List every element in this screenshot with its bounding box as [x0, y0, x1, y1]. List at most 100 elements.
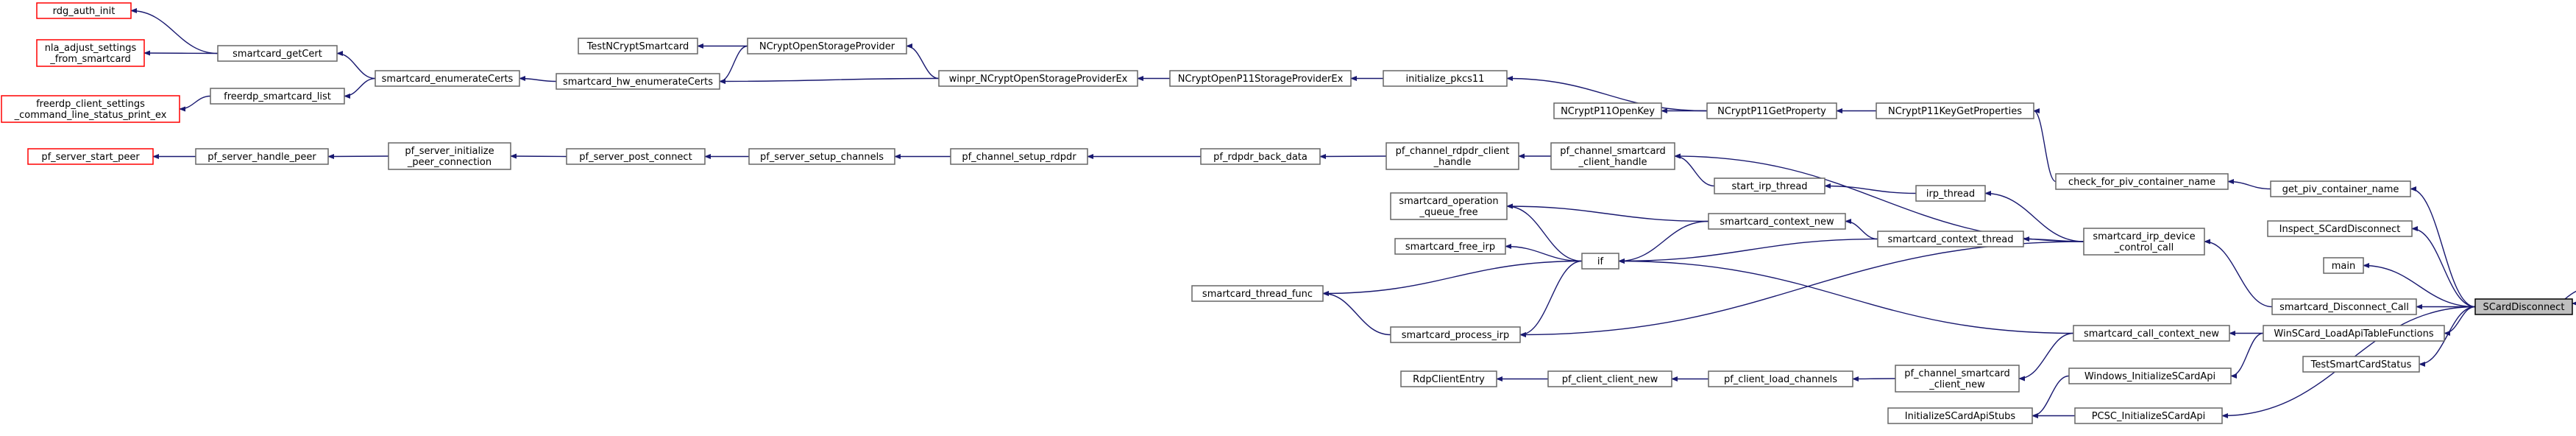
- node-smartcard-irp-device-control-call[interactable]: smartcard_irp_device_control_call: [2083, 228, 2205, 256]
- node-label: smartcard_thread_func: [1202, 289, 1313, 300]
- edge-winpr-ncryptopenstorageproviderex-to-ncryptopenstorageprovider: [906, 43, 940, 80]
- node-label: Inspect_SCardDisconnect: [2279, 224, 2401, 235]
- node-label: smartcard_call_context_new: [2084, 328, 2219, 340]
- edge-smartcard-enumeratecerts-to-smartcard-getcert: [336, 50, 376, 80]
- node-box: [36, 39, 145, 67]
- edge-smartcard-context-new-to-if: [1618, 220, 1709, 264]
- node-pf-channel-smartcard-client-handle[interactable]: pf_channel_smartcard_client_handle: [1550, 142, 1675, 170]
- node-pf-server-setup-channels[interactable]: pf_server_setup_channels: [748, 148, 895, 165]
- node-testsmartcardstatus[interactable]: TestSmartCardStatus: [2302, 356, 2420, 373]
- node-smartcard-context-thread[interactable]: smartcard_context_thread: [1877, 231, 2024, 247]
- node-winpr-ncryptopenstorageproviderex[interactable]: winpr_NCryptOpenStorageProviderEx: [938, 70, 1138, 87]
- node-box: [1714, 177, 1825, 194]
- edge-smartcard-context-thread-to-smartcard-context-new: [1845, 218, 1878, 240]
- node-label: RdpClientEntry: [1413, 374, 1485, 385]
- node-label: smartcard_context_new: [1720, 217, 1834, 228]
- edge-if-to-smartcard-thread-func: [1322, 260, 1583, 297]
- node-smartcard-hw-enumeratecerts[interactable]: smartcard_hw_enumerateCerts: [556, 73, 720, 90]
- edge-smartcard-context-new-to-smartcard-operation-queue-free: [1506, 203, 1709, 222]
- node-box: [938, 70, 1138, 87]
- node-box: [1390, 192, 1508, 220]
- node-label: _from_smartcard: [49, 54, 131, 65]
- node-box: [2302, 356, 2420, 373]
- node-label: pf_channel_smartcard: [1904, 368, 2010, 379]
- node-label: irp_thread: [1926, 189, 1975, 200]
- edge-ncryptp11getproperty-to-initialize-pkcs11: [1506, 75, 1708, 112]
- node-box: [1887, 407, 2033, 424]
- node-pf-server-handle-peer[interactable]: pf_server_handle_peer: [195, 148, 329, 165]
- node-rdg-auth-init[interactable]: rdg_auth_init: [36, 2, 132, 19]
- node-inspect-scarddisconnect[interactable]: Inspect_SCardDisconnect: [2267, 220, 2413, 237]
- node-freerdp-smartcard-list[interactable]: freerdp_smartcard_list: [210, 88, 345, 105]
- node-label: NCryptOpenP11StorageProviderEx: [1178, 74, 1344, 85]
- node-pf-server-post-connect[interactable]: pf_server_post_connect: [566, 148, 706, 165]
- node-smartcard-operation-queue-free[interactable]: smartcard_operation_queue_free: [1390, 192, 1508, 220]
- node-start-irp-thread[interactable]: start_irp_thread: [1714, 177, 1825, 194]
- edge-smartcard-irp-device-control-call-to-irp-thread: [1984, 190, 2084, 242]
- node-label: _client_new: [1929, 379, 1985, 390]
- edge-pf-server-initialize-peer-connection-to-pf-server-handle-peer: [327, 153, 389, 160]
- node-ncryptp11getproperty[interactable]: NCryptP11GetProperty: [1706, 102, 1837, 119]
- node-ncryptopenstorageprovider[interactable]: NCryptOpenStorageProvider: [747, 38, 907, 54]
- node-smartcard-enumeratecerts[interactable]: smartcard_enumerateCerts: [375, 70, 520, 87]
- node-box: [1385, 142, 1519, 170]
- node-testncryptsmartcard[interactable]: TestNCryptSmartcard: [578, 38, 698, 54]
- node-smartcard-disconnect-call[interactable]: smartcard_Disconnect_Call: [2271, 298, 2417, 315]
- node-smartcard-process-irp[interactable]: smartcard_process_irp: [1390, 326, 1521, 343]
- node-label: main: [2332, 261, 2355, 272]
- edge-pf-channel-rdpdr-client-handle-to-pf-rdpdr-back-data: [1319, 153, 1387, 160]
- edge-smartcard-getcert-to-nla-adjust: [143, 50, 219, 56]
- edge-smartcard-getcert-to-rdg-auth-init: [130, 7, 219, 54]
- node-box: [1553, 102, 1662, 119]
- node-windows-initializescardapi[interactable]: Windows_InitializeSCardApi: [2068, 368, 2232, 384]
- node-smartcard-getcert[interactable]: smartcard_getCert: [217, 45, 338, 62]
- node-check-for-piv-container-name[interactable]: check_for_piv_container_name: [2055, 173, 2229, 190]
- edge-if-to-smartcard-process-irp: [1519, 260, 1583, 338]
- node-winscard-loadapitablefunctions[interactable]: WinSCard_LoadApiTableFunctions: [2263, 325, 2445, 342]
- node-label: NCryptOpenStorageProvider: [759, 41, 895, 52]
- node-if[interactable]: if: [1581, 253, 1619, 270]
- node-box: [1708, 213, 1846, 230]
- node-pf-server-start-peer[interactable]: pf_server_start_peer: [27, 148, 154, 165]
- node-ncryptopenp11storageproviderex[interactable]: NCryptOpenP11StorageProviderEx: [1169, 70, 1352, 87]
- node-irp-thread[interactable]: irp_thread: [1915, 185, 1986, 202]
- node-pf-channel-setup-rdpdr[interactable]: pf_channel_setup_rdpdr: [950, 148, 1088, 165]
- node-pf-channel-rdpdr-client-handle[interactable]: pf_channel_rdpdr_client_handle: [1385, 142, 1519, 170]
- node-initialize-pkcs11[interactable]: initialize_pkcs11: [1383, 70, 1508, 87]
- node-label: Windows_InitializeSCardApi: [2084, 371, 2215, 382]
- node-pf-server-initialize-peer-connection[interactable]: pf_server_initialize_peer_connection: [388, 142, 511, 170]
- node-label: smartcard_irp_device: [2093, 231, 2195, 242]
- node-pf-client-client-new[interactable]: pf_client_client_new: [1547, 370, 1672, 387]
- node-label: _peer_connection: [407, 157, 492, 168]
- node-scarddisconnect[interactable]: SCardDisconnect: [2474, 298, 2573, 315]
- node-ncryptp11openkey[interactable]: NCryptP11OpenKey: [1553, 102, 1662, 119]
- node-box: [1400, 370, 1497, 387]
- node-label: PCSC_InitializeSCardApi: [2092, 411, 2206, 422]
- node-ncryptp11keygetproperties[interactable]: NCryptP11KeyGetProperties: [1876, 102, 2034, 119]
- edge-check-for-piv-container-name-to-ncryptp11keygetproperties: [2033, 108, 2057, 183]
- node-smartcard-thread-func[interactable]: smartcard_thread_func: [1191, 285, 1324, 302]
- node-pcsc-initializescardapi[interactable]: PCSC_InitializeSCardApi: [2074, 407, 2223, 424]
- node-rdpcliententry[interactable]: RdpClientEntry: [1400, 370, 1497, 387]
- node-label: smartcard_Disconnect_Call: [2279, 302, 2409, 313]
- node-box: [1550, 142, 1675, 170]
- node-box: [1915, 185, 1986, 202]
- node-freerdp-client-settings[interactable]: freerdp_client_settings_command_line_sta…: [1, 95, 180, 123]
- node-box: [217, 45, 338, 62]
- node-label: NCryptP11OpenKey: [1561, 106, 1655, 117]
- node-label: smartcard_context_thread: [1888, 234, 2014, 245]
- node-pf-client-load-channels[interactable]: pf_client_load_channels: [1708, 370, 1853, 387]
- node-pf-rdpdr-back-data[interactable]: pf_rdpdr_back_data: [1200, 148, 1321, 165]
- node-pf-channel-smartcard-client-new[interactable]: pf_channel_smartcard_client_new: [1895, 365, 2020, 393]
- node-main[interactable]: main: [2323, 257, 2364, 274]
- node-nla-adjust[interactable]: nla_adjust_settings_from_smartcard: [36, 39, 145, 67]
- edge-smartcard-call-context-new-to-if: [1618, 258, 2074, 334]
- node-initializescardapistubs[interactable]: InitializeSCardApiStubs: [1887, 407, 2033, 424]
- edge-get-piv-container-name-to-check-for-piv-container-name: [2227, 178, 2271, 190]
- node-smartcard-context-new[interactable]: smartcard_context_new: [1708, 213, 1846, 230]
- node-label: nla_adjust_settings: [45, 43, 137, 54]
- node-smartcard-free-irp[interactable]: smartcard_free_irp: [1394, 238, 1506, 255]
- node-smartcard-call-context-new[interactable]: smartcard_call_context_new: [2073, 325, 2230, 342]
- node-box: [1876, 102, 2034, 119]
- node-get-piv-container-name[interactable]: get_piv_container_name: [2270, 180, 2411, 197]
